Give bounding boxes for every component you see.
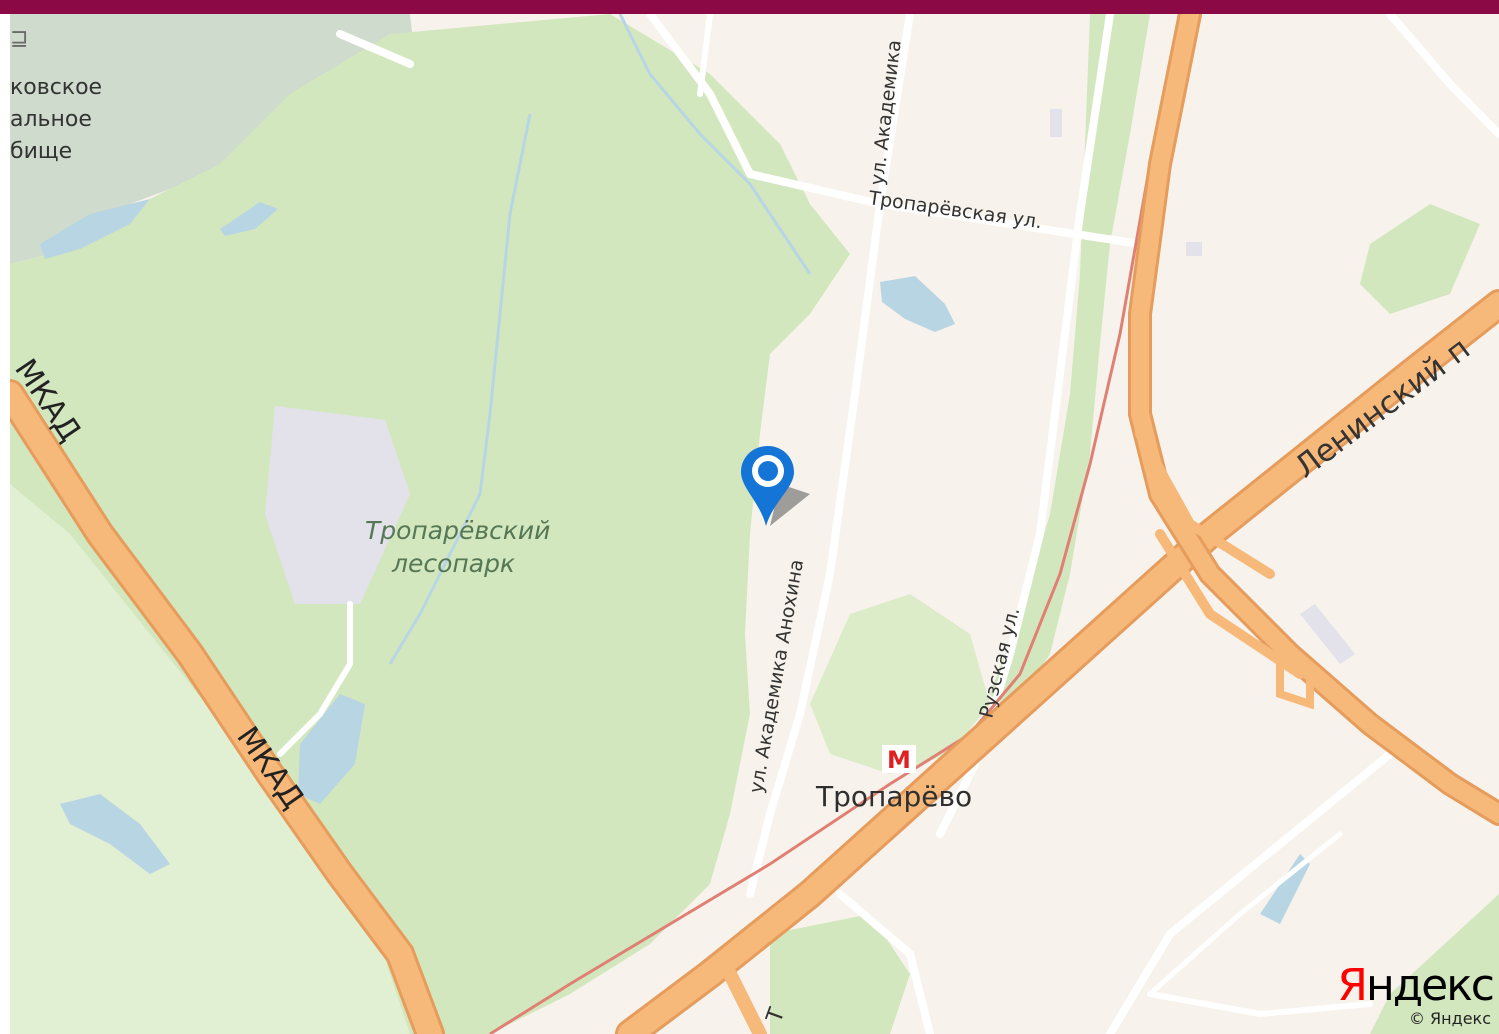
pond-1 (880, 276, 955, 332)
forest-light-area (10, 484, 410, 1034)
pond-4 (220, 202, 278, 236)
street-label-akademika: ул. Академика (866, 39, 906, 187)
street-label-anokhina: ул. Академика Анохина (745, 558, 808, 795)
map-canvas[interactable]: ковское альное бище Тропарёвский лесопар… (10, 14, 1499, 1034)
interchange-ramp-2 (1155, 529, 1305, 679)
pond-5 (60, 794, 170, 874)
zoom-icon[interactable]: ⊒ (10, 26, 29, 51)
building-2 (1186, 242, 1202, 256)
railway (489, 14, 1182, 1034)
cemetery-label-3: бище (10, 139, 72, 164)
forest-patch-right (1360, 204, 1480, 314)
forest-patch-bottom (770, 914, 910, 1034)
leninsky-highway (618, 292, 1499, 1034)
interchange-ramp-1 (1135, 429, 1275, 579)
street-bottom (836, 890, 934, 1034)
forest-patch-center (810, 594, 990, 774)
pond-3 (40, 199, 150, 259)
ring-highway-edge (1128, 14, 1499, 826)
leninsky-label: Ленинский п (1288, 331, 1477, 486)
ring-ramp (1276, 646, 1314, 710)
street-lower-right (1106, 750, 1394, 1034)
svg-text:М: М (887, 746, 911, 774)
forest-strip (990, 14, 1150, 714)
building-3 (1300, 604, 1355, 664)
street-bottom-right (1147, 991, 1373, 1018)
top-border (0, 0, 1499, 14)
map-graphics: ковское альное бище Тропарёвский лесопар… (10, 14, 1499, 1034)
pond-2 (298, 694, 365, 804)
ring-highway (1131, 14, 1499, 823)
forest-patch-bottom-right (1370, 894, 1499, 1034)
street-park (277, 601, 353, 757)
street-top-left (646, 14, 754, 178)
park-label-2: лесопарк (391, 549, 515, 578)
cemetery-area (10, 14, 420, 264)
yandex-logo[interactable]: Яндекс (1337, 964, 1495, 1008)
cemetery-label-2: альное (10, 107, 92, 132)
street-top (697, 14, 713, 97)
location-pin-icon[interactable] (741, 446, 810, 526)
pond-6 (1260, 854, 1310, 924)
copyright-text[interactable]: © Яндекс (1408, 1009, 1491, 1028)
building-1 (1050, 109, 1062, 137)
street-lower-right-2 (1147, 831, 1343, 997)
metro-icon[interactable]: М (882, 745, 916, 774)
metro-station-label: Тропарёво (815, 780, 972, 813)
stream-2 (388, 113, 532, 665)
street-cemetery (336, 30, 414, 68)
street-right (1386, 14, 1499, 138)
grey-area (265, 406, 410, 604)
bottom-ramp (723, 967, 767, 1034)
mkad-highway (10, 382, 442, 1034)
stream-1 (618, 14, 812, 275)
yandex-logo-first-letter: Я (1337, 960, 1368, 1011)
cemetery-label-1: ковское (10, 75, 102, 100)
street-label-troparevskaya: Тропарёвская ул. (866, 187, 1043, 233)
yandex-logo-rest: ндекс (1365, 960, 1495, 1011)
park-label-1: Тропарёвский (365, 516, 550, 545)
